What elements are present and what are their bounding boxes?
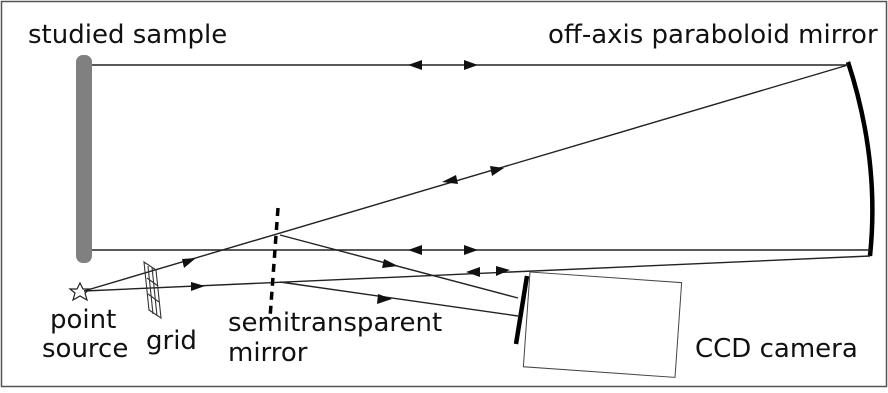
label-ccd-camera: CCD camera bbox=[695, 334, 858, 364]
paraboloid-mirror bbox=[845, 61, 875, 257]
ccd-camera-body bbox=[522, 271, 683, 378]
label-grid: grid bbox=[146, 326, 197, 356]
arrow-reflected-upper bbox=[382, 259, 398, 268]
label-semitransparent-line2: mirror bbox=[228, 338, 308, 368]
arrow-bottom-left bbox=[408, 245, 422, 255]
semitransparent-mirror bbox=[268, 207, 280, 319]
arrow-reflected-lower bbox=[377, 294, 392, 304]
ray-reflected-upper bbox=[279, 234, 519, 299]
point-source-star bbox=[68, 281, 92, 302]
arrow-diagonal-near-source bbox=[182, 258, 196, 268]
arrow-source-ray bbox=[191, 282, 205, 291]
ray-reflected-lower bbox=[279, 281, 519, 317]
arrow-diagonal-back bbox=[442, 175, 458, 184]
studied-sample bbox=[76, 55, 92, 263]
label-studied-sample: studied sample bbox=[28, 20, 227, 50]
arrow-top-left bbox=[408, 60, 422, 70]
arrow-top-right bbox=[464, 60, 478, 70]
arrow-bottom-right bbox=[464, 245, 478, 255]
arrow-return-left bbox=[466, 267, 480, 277]
label-point-source-line2: source bbox=[42, 334, 128, 364]
grid-element bbox=[143, 260, 162, 320]
arrow-return-right bbox=[496, 266, 510, 276]
arrow-diagonal-forward bbox=[490, 166, 504, 176]
label-paraboloid-mirror: off-axis paraboloid mirror bbox=[548, 20, 878, 50]
label-point-source-line1: point bbox=[50, 305, 116, 335]
ray-source-to-mirror-top bbox=[83, 64, 849, 292]
ccd-sensor bbox=[513, 275, 530, 345]
label-semitransparent-line1: semitransparent bbox=[228, 308, 442, 338]
